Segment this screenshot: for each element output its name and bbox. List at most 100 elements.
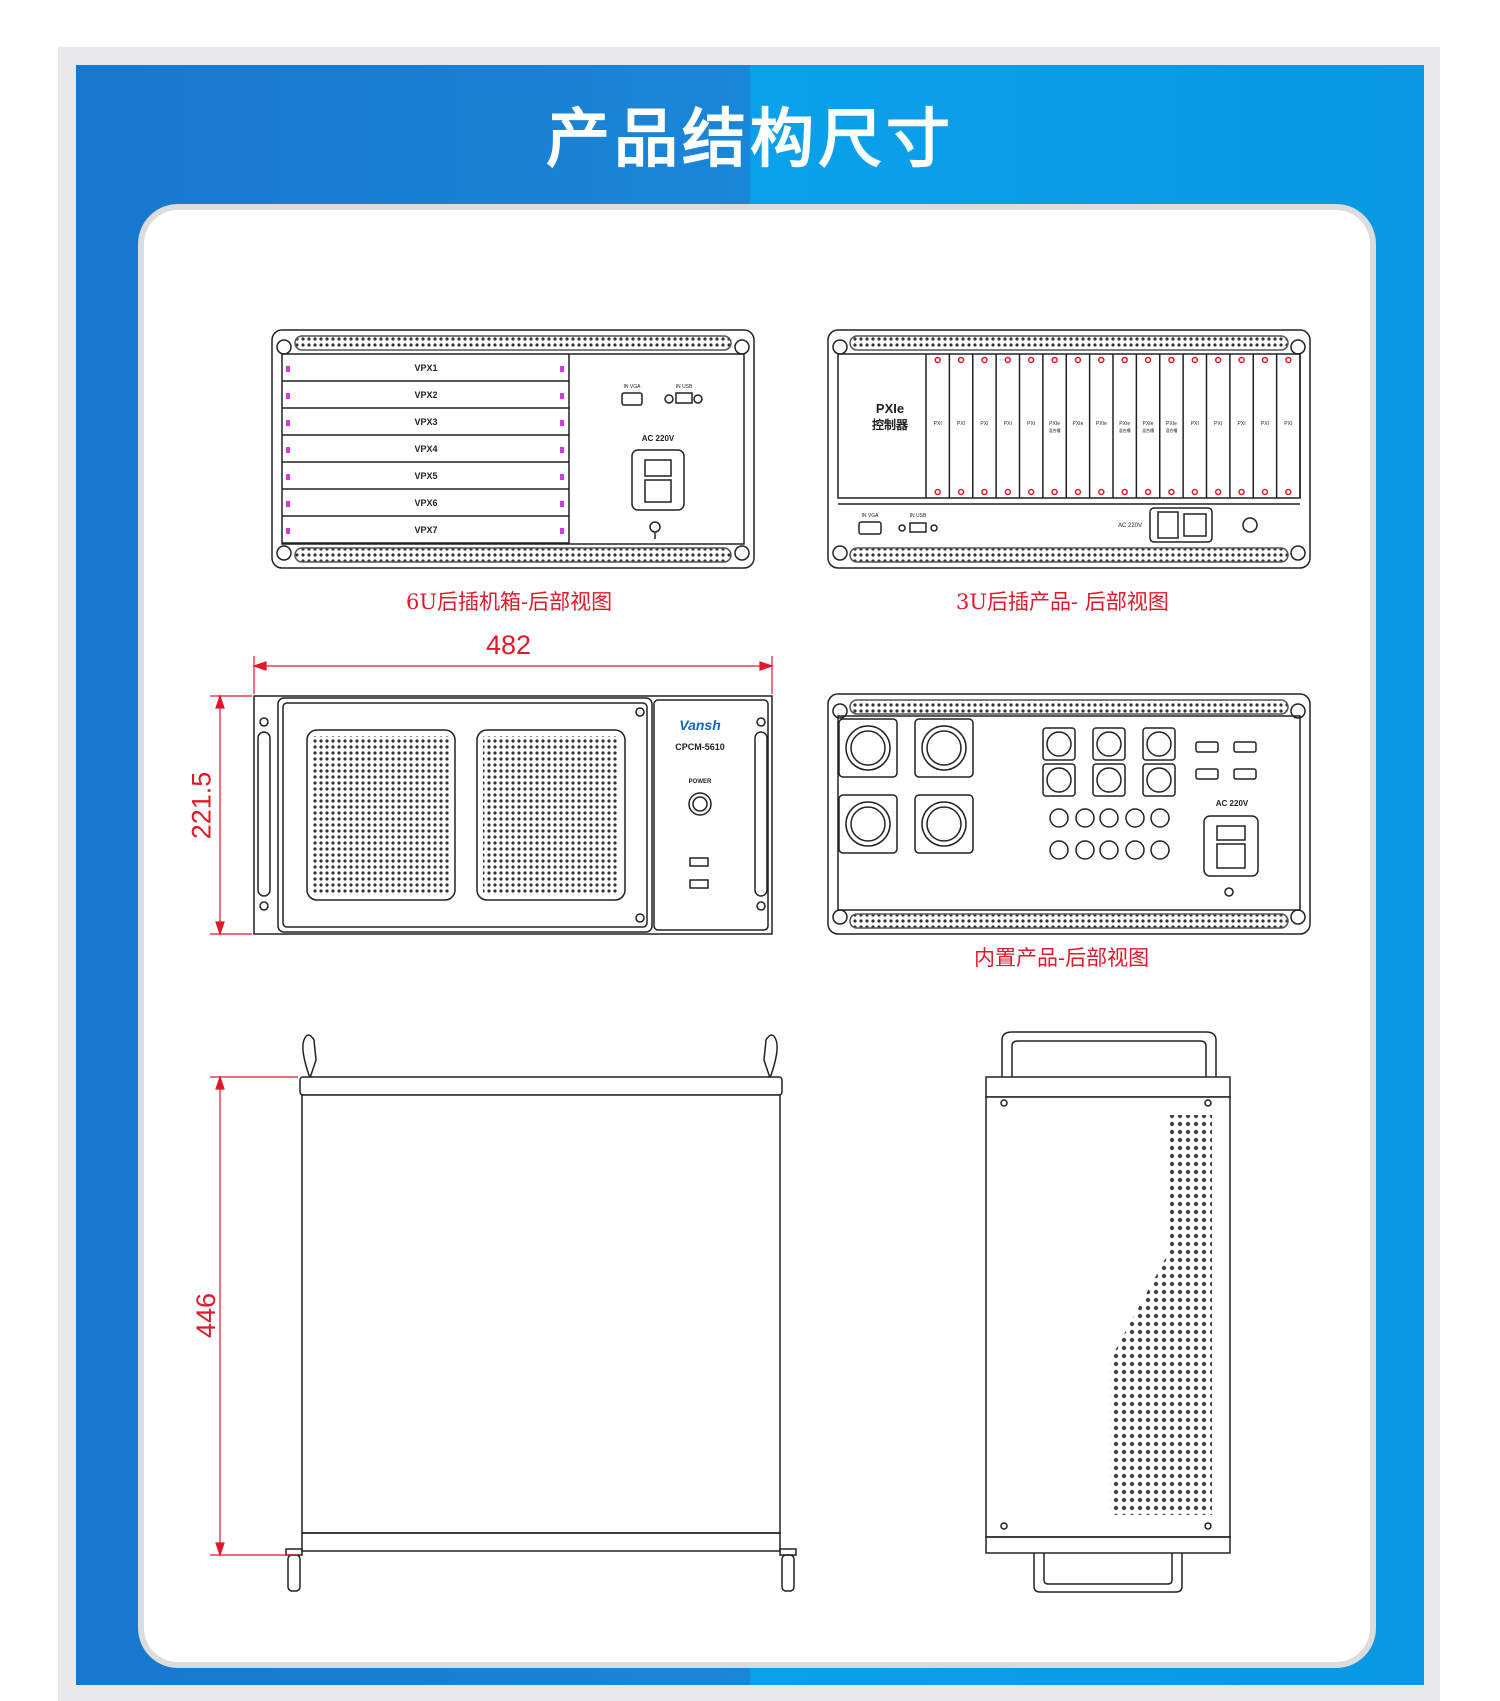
pxi-slot-label: PXI [1027, 421, 1035, 427]
pxi-slot-label: PXI [957, 421, 965, 427]
pxi-slot-label: PXI [1004, 421, 1012, 427]
pxi-slot-screw [1027, 488, 1035, 496]
pxi-slot-screw [1098, 488, 1105, 496]
pxi-slot-screw [1027, 356, 1035, 364]
pxi-slot-screw [1144, 488, 1152, 496]
vpx-slot-latch [286, 393, 290, 399]
rear-3u-controller: PXIe [876, 401, 904, 416]
round-port [1075, 840, 1095, 860]
vpx-slot-latch [560, 501, 564, 507]
round-port [1099, 840, 1119, 860]
rear-3u-power-label: AC 220V [1118, 523, 1142, 529]
large-circular-connector [838, 718, 898, 778]
pxi-slot-screw [1168, 488, 1175, 496]
pxi-slot-screw [957, 356, 965, 364]
pxi-slot-screw [981, 488, 988, 496]
pxi-slot-screw [981, 356, 988, 364]
rear-internal-power-label: AC 220V [1216, 799, 1249, 808]
pxi-slot-screw [1121, 356, 1128, 364]
pxi-slot-sublabel: 混合槽 [1049, 427, 1061, 433]
vpx-slot-label: VPX3 [414, 417, 437, 427]
pxi-slot-label: PXI [1284, 421, 1292, 427]
side-handle-drawing [985, 1031, 1231, 1593]
pxi-slot-sublabel: 混合槽 [1119, 427, 1131, 433]
pxi-slot-screw [957, 488, 965, 496]
pxi-slot-screw [1168, 356, 1175, 364]
pxi-slot-label: PXIe [1096, 421, 1107, 427]
vpx-slot-latch [286, 501, 290, 507]
small-circular-connector [1042, 763, 1076, 797]
small-circular-connector-ring [1096, 767, 1122, 793]
pxi-slot-screw [1285, 488, 1292, 496]
round-port [1099, 808, 1119, 828]
rear-internal-drawing [827, 693, 1311, 935]
side-depth-dim: 446 [191, 1292, 222, 1339]
small-circular-connector-ring [1046, 731, 1072, 757]
round-port [1125, 808, 1145, 828]
pxi-slot-screw [1004, 356, 1012, 364]
vpx-slot-label: VPX2 [414, 390, 437, 400]
large-circular-connector-ring [845, 725, 891, 771]
pxi-slot-screw [1074, 356, 1082, 364]
pxi-slot-label: PXIe [1166, 421, 1177, 427]
pxi-slot-screw [1051, 356, 1058, 364]
pxi-slot-screw [1214, 356, 1222, 364]
rear-6u-caption: 6U后插机箱-后部视图 [406, 590, 613, 614]
pxi-slot-label: PXI [1191, 421, 1199, 427]
pxi-slot-screw [1121, 488, 1128, 496]
pxi-slot-sublabel: 混合槽 [1142, 427, 1154, 433]
page-title: 产品结构尺寸 [546, 102, 954, 177]
round-port [1075, 808, 1095, 828]
small-circular-connector-ring [1096, 731, 1122, 757]
pxi-slot-label: PXIe [1119, 421, 1130, 427]
vpx-slot-latch [560, 366, 564, 372]
large-circular-connector-ring [921, 725, 967, 771]
pxi-slot-screw [1191, 488, 1199, 496]
large-circular-connector-ring [845, 801, 891, 847]
front-height-dim: 221.5 [186, 771, 217, 840]
small-circular-connector [1142, 763, 1176, 797]
pxi-slot-screw [1144, 356, 1152, 364]
round-port [1125, 840, 1145, 860]
rear-3u-usb-label: IN USB [910, 513, 927, 519]
large-circular-connector-inner [926, 806, 962, 842]
pxi-slot-label: PXI [1238, 421, 1246, 427]
rear-3u-caption: 3U后插产品- 后部视图 [956, 590, 1169, 614]
front-model: CPCM-5610 [675, 742, 725, 752]
pxi-slot-screw [1074, 488, 1082, 496]
small-circular-connector [1042, 727, 1076, 761]
pxi-slot-screw [1004, 488, 1012, 496]
vpx-slot-latch [286, 447, 290, 453]
pxi-slot-label: PXI [934, 421, 942, 427]
pxi-slot-screw [1214, 488, 1222, 496]
round-port [1150, 840, 1170, 860]
rear-6u-usb-label: IN USB [676, 384, 693, 390]
vpx-slot-label: VPX4 [414, 444, 437, 454]
pxi-slot-label: PXIe [1143, 421, 1154, 427]
pxi-slot-label: PXI [1214, 421, 1222, 427]
vpx-slot-latch [286, 474, 290, 480]
pxi-slot-label: PXI [1261, 421, 1269, 427]
rear-6u-vga-label: IN VGA [624, 384, 642, 390]
pxi-slot-sublabel: 混合槽 [1165, 427, 1177, 433]
rear-6u-power-label: AC 220V [642, 434, 675, 443]
pxi-slot-screw [1261, 356, 1269, 364]
front-width-dim: 482 [486, 630, 532, 660]
pxi-slot-screw [1238, 356, 1245, 364]
small-circular-connector [1142, 727, 1176, 761]
small-circular-connector [1092, 763, 1126, 797]
vpx-slot-latch [560, 528, 564, 534]
small-circular-connector-ring [1146, 767, 1172, 793]
vpx-slot-label: VPX1 [414, 363, 437, 373]
round-port [1049, 840, 1069, 860]
vpx-slot-latch [560, 474, 564, 480]
round-port [1150, 808, 1170, 828]
large-circular-connector-inner [850, 806, 886, 842]
front-brand-logo: Vansh [679, 717, 721, 733]
pxi-slot-label: PXIe [1073, 421, 1084, 427]
vpx-slot-latch [286, 420, 290, 426]
vpx-slot-latch [286, 366, 290, 372]
pxi-slot-screw [1191, 356, 1199, 364]
